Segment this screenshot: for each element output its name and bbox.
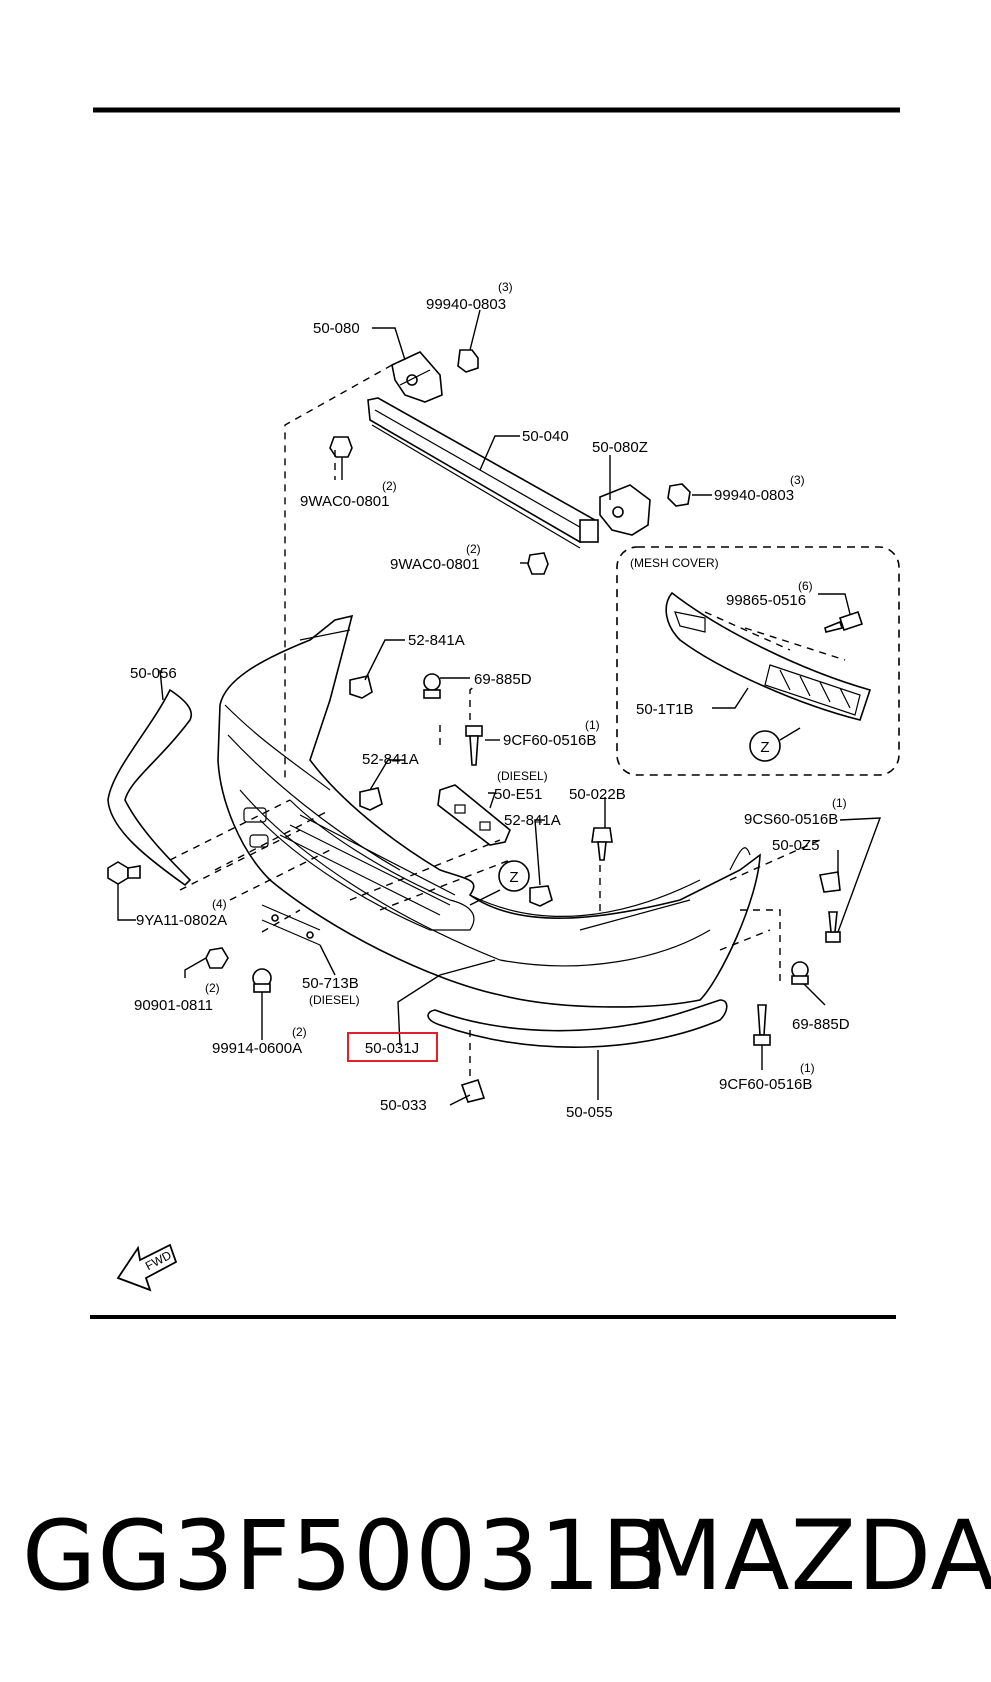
- qty-9cf60-top: (1): [585, 718, 600, 732]
- bracket-52-841a-low: [529, 885, 553, 907]
- label-52-841a-3: 52-841A: [504, 812, 561, 829]
- clip-50-022b: [591, 827, 613, 861]
- label-50-040: 50-040: [522, 428, 569, 445]
- callout-labels: 50-080 (3) 99940-0803 50-040 50-080Z (3)…: [130, 280, 850, 1121]
- label-50-080: 50-080: [313, 320, 360, 337]
- label-9cf60-bottom: 9CF60-0516B: [719, 1076, 812, 1093]
- brand-name: MAZDA: [640, 1500, 991, 1612]
- label-52-841a-1: 52-841A: [408, 632, 465, 649]
- label-99940-top: 99940-0803: [426, 296, 506, 313]
- nut-9wac0-mid: [527, 552, 549, 575]
- bracket-52-841a-top: [349, 675, 373, 699]
- label-50-031j: 50-031J: [365, 1040, 419, 1057]
- screw-99865: [824, 610, 864, 633]
- highlight-50-031j: 50-031J: [347, 1032, 438, 1062]
- clip-50-0z5: [819, 871, 841, 893]
- qty-9ya11: (4): [212, 897, 227, 911]
- assembly-lines: [169, 364, 821, 1080]
- clip-69-885d-top: [423, 673, 441, 699]
- front-bumper: [217, 614, 761, 1008]
- qty-99865: (6): [798, 579, 813, 593]
- lower-spoiler-50-055: [427, 999, 728, 1048]
- reinforcement-bar-50-040: [367, 397, 599, 549]
- label-69-885d-bottom: 69-885D: [792, 1016, 850, 1033]
- qty-9cs60: (1): [832, 796, 847, 810]
- side-garnish-50-056: [107, 688, 192, 887]
- screw-9ya11: [107, 861, 141, 885]
- label-50-713b: 50-713B: [302, 975, 359, 992]
- label-9ya11: 9YA11-0802A: [136, 912, 227, 929]
- label-99914: 99914-0600A: [212, 1040, 302, 1057]
- label-90901: 90901-0811: [134, 997, 213, 1014]
- mesh-cover-inset: (MESH COVER) Z: [616, 546, 900, 776]
- screw-9cf60-bottom: [753, 1004, 771, 1046]
- z-marker-main: Z: [469, 860, 530, 906]
- label-50-056: 50-056: [130, 665, 177, 682]
- label-9wac0-mid: 9WAC0-0801: [390, 556, 480, 573]
- qty-9cf60-bottom: (1): [800, 1061, 815, 1075]
- qty-90901: (2): [205, 981, 220, 995]
- qty-9wac0-mid: (2): [466, 542, 481, 556]
- bracket-50-e51: [437, 784, 511, 846]
- bracket-52-841a-mid: [359, 787, 383, 811]
- bracket-50-080z: [599, 484, 651, 536]
- label-9cf60-top: 9CF60-0516B: [503, 732, 596, 749]
- qty-99940-top: (3): [498, 280, 513, 294]
- clip-69-885d-bottom: [791, 961, 809, 985]
- mesh-cover-title: (MESH COVER): [630, 556, 719, 570]
- label-50-055: 50-055: [566, 1104, 613, 1121]
- screw-9cs60: [825, 911, 841, 943]
- clip-50-033: [460, 1079, 486, 1103]
- bracket-50-080: [391, 351, 443, 403]
- bracket-50-713b: [261, 904, 321, 946]
- label-99940-right: 99940-0803: [714, 487, 794, 504]
- leader-lines: [117, 309, 882, 1106]
- grommet-99914: [252, 968, 272, 993]
- label-50-1t1b: 50-1T1B: [636, 701, 694, 718]
- label-50-022b: 50-022B: [569, 786, 626, 803]
- label-99865: 99865-0516: [726, 592, 806, 609]
- label-9cs60: 9CS60-0516B: [744, 811, 838, 828]
- nut-99940-top: [457, 349, 479, 373]
- label-9wac0-top: 9WAC0-0801: [300, 493, 390, 510]
- label-diesel-bottom: (DIESEL): [309, 993, 360, 1007]
- label-69-885d-top: 69-885D: [474, 671, 532, 688]
- part-number: GG3F50031B: [22, 1500, 669, 1612]
- nut-9wac0-top: [329, 436, 353, 458]
- nut-90901: [205, 947, 229, 969]
- fwd-arrow-icon: FWD: [116, 1243, 178, 1292]
- qty-99914: (2): [292, 1025, 307, 1039]
- label-50-080z: 50-080Z: [592, 439, 648, 456]
- label-52-841a-2: 52-841A: [362, 751, 419, 768]
- z-label-inset: Z: [760, 739, 769, 756]
- screw-9cf60-top: [465, 725, 483, 766]
- label-50-033: 50-033: [380, 1097, 427, 1114]
- label-diesel-top: (DIESEL): [497, 769, 548, 783]
- label-50-0z5: 50-0Z5: [772, 837, 820, 854]
- label-50-e51: 50-E51: [494, 786, 542, 803]
- caption: GG3F50031B MAZDA: [0, 1500, 991, 1620]
- qty-99940-right: (3): [790, 473, 805, 487]
- nut-99940-right: [667, 483, 691, 507]
- qty-9wac0-top: (2): [382, 479, 397, 493]
- z-label-main: Z: [509, 869, 518, 886]
